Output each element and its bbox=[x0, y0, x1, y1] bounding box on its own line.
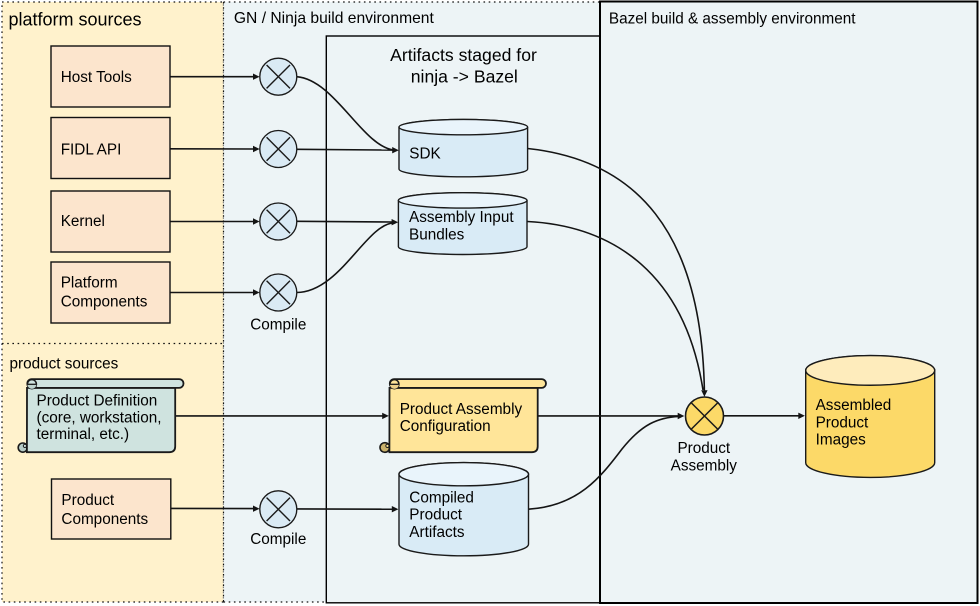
svg-text:ninja -> Bazel: ninja -> Bazel bbox=[411, 66, 518, 86]
svg-text:Product: Product bbox=[677, 440, 730, 457]
svg-text:terminal, etc.): terminal, etc.) bbox=[37, 426, 130, 443]
svg-text:FIDL API: FIDL API bbox=[61, 142, 122, 159]
svg-text:Product: Product bbox=[409, 507, 462, 524]
svg-text:Artifacts: Artifacts bbox=[409, 524, 465, 541]
svg-text:Assembly: Assembly bbox=[671, 457, 738, 474]
svg-text:Bazel build & assembly environ: Bazel build & assembly environment bbox=[609, 11, 856, 28]
svg-text:Product Assembly: Product Assembly bbox=[400, 401, 523, 418]
svg-text:Product: Product bbox=[61, 492, 114, 509]
svg-text:Bundles: Bundles bbox=[409, 226, 465, 243]
svg-text:Components: Components bbox=[61, 293, 148, 310]
svg-text:Compile: Compile bbox=[250, 531, 306, 548]
svg-text:Compiled: Compiled bbox=[409, 489, 474, 506]
svg-text:Images: Images bbox=[816, 432, 867, 449]
svg-text:Components: Components bbox=[61, 511, 148, 528]
svg-text:Kernel: Kernel bbox=[61, 213, 105, 230]
svg-text:Host Tools: Host Tools bbox=[61, 69, 132, 86]
svg-text:GN / Ninja build environment: GN / Ninja build environment bbox=[234, 10, 435, 27]
svg-text:platform sources: platform sources bbox=[9, 10, 142, 30]
svg-text:SDK: SDK bbox=[409, 145, 441, 162]
svg-text:(core, workstation,: (core, workstation, bbox=[37, 409, 162, 426]
svg-text:Product Definition: Product Definition bbox=[37, 392, 158, 409]
svg-text:Product: Product bbox=[816, 414, 869, 431]
svg-text:Artifacts staged for: Artifacts staged for bbox=[390, 45, 537, 65]
svg-text:product sources: product sources bbox=[10, 355, 119, 372]
svg-text:Assembled: Assembled bbox=[816, 397, 892, 414]
svg-text:Assembly Input: Assembly Input bbox=[409, 209, 514, 226]
svg-text:Compile: Compile bbox=[250, 317, 306, 334]
svg-text:Platform: Platform bbox=[61, 275, 118, 292]
svg-text:Configuration: Configuration bbox=[400, 418, 491, 435]
